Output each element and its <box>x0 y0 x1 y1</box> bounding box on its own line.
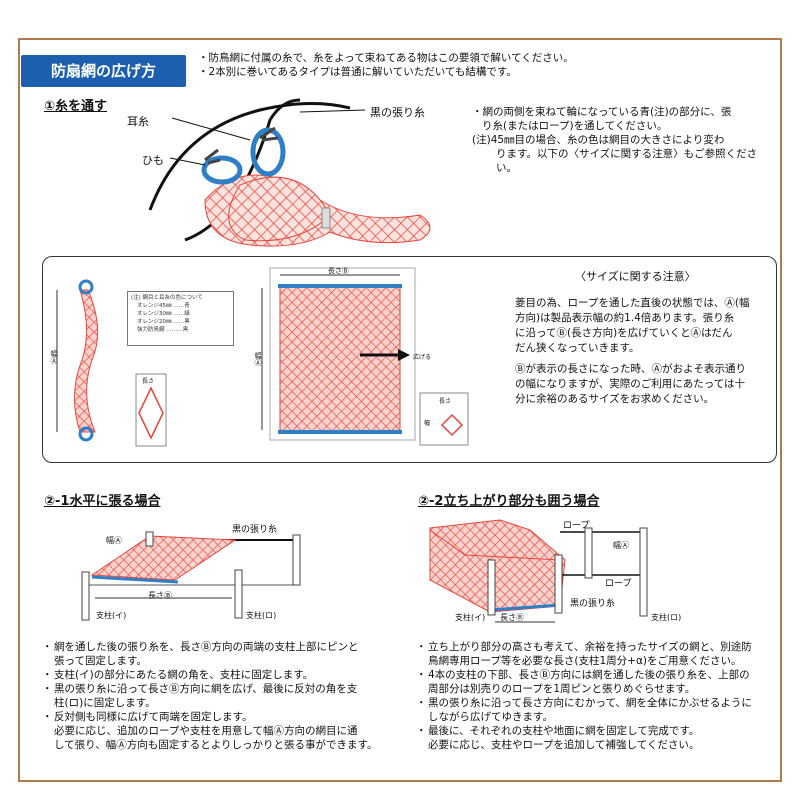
label-hirogeru: 広げる <box>413 354 432 361</box>
intro-line: ・防鳥網に付属の糸で、糸をよって束ねてある物はこの要領で解いてください。 <box>198 52 574 64</box>
label-nagasa-box: 長さⒷ <box>328 267 349 275</box>
intro-line: ・2本別に巻いてあるタイプは普通に解いていただいても結構です。 <box>198 66 517 78</box>
box-diamond-2 <box>419 392 469 446</box>
step2-1-illustration <box>81 531 301 621</box>
box-vertical-net <box>56 279 99 442</box>
color-legend: (注) 網目と耳糸の色について オレンジ45㎜ ……青 オレンジ30㎜ ……緑 … <box>127 291 234 346</box>
step2-2-illustration <box>429 519 648 623</box>
label-himo: ひも <box>142 154 164 167</box>
step2-2-label-rope2: ロープ <box>605 579 632 589</box>
label-haba-vertical: 幅Ⓐ <box>50 350 58 364</box>
intro-text: ・防鳥網に付属の糸で、糸をよって束ねてある物はこの要領で解いてください。 ・2本… <box>198 51 574 79</box>
size-note-p1: 菱目の為、ロープを通した直後の状態では、Ⓐ(幅方向)は製品表示幅の約1.4倍あり… <box>515 297 750 354</box>
step1-heading: ①糸を通す <box>44 99 108 114</box>
step2-1-label-nagasa: 長さⒷ <box>148 591 172 600</box>
size-note-heading: 〈サイズに関する注意〉 <box>575 270 696 283</box>
step2-2-text: 立ち上がり部分の高さも考えて、余裕を持ったサイズの網と、別途防鳥網専用ロープ等を… <box>416 640 752 752</box>
label-kuro: 黒の張り糸 <box>370 106 425 119</box>
step2-2-label-kuro: 黒の張り糸 <box>570 599 616 609</box>
box-diamond-1 <box>135 373 167 447</box>
step2-2-label-haba: 幅Ⓐ <box>613 541 629 550</box>
step1-net-illustration <box>148 98 431 247</box>
step1-text: ・網の両側を束ねて輪になっている青(注)の部分に、張り糸(またはロープ)を通して… <box>472 106 758 174</box>
step2-2-label-shichu-ro: 支柱(ロ) <box>651 613 682 622</box>
label-haba-small: 幅 <box>424 420 431 427</box>
step2-1-heading: ②-1水平に張る場合 <box>44 494 161 509</box>
box-square-net <box>261 267 416 441</box>
step2-2-label-rope1: ロープ <box>563 521 590 531</box>
size-note-p2: Ⓑが表示の長さになった時、Ⓐがおよそ表示通りの幅になりますが、実際のご利用にあた… <box>515 363 746 405</box>
label-haba-box: 幅Ⓐ <box>254 352 262 366</box>
page-title: 防扇網の広げ方 <box>21 55 186 87</box>
label-naga-small-2: 長さ <box>439 398 452 405</box>
step2-1-label-haba: 幅Ⓐ <box>106 536 122 545</box>
step2-2-label-nagasa: 長さⒷ <box>500 613 524 622</box>
size-note-box <box>42 256 777 463</box>
label-mimi: 耳糸 <box>127 115 149 128</box>
step2-1-label-kuro: 黒の張り糸 <box>232 525 278 535</box>
step2-2-heading: ②-2立ち上がり部分も囲う場合 <box>418 494 600 509</box>
label-naga-small: 長さ <box>142 378 155 385</box>
step2-2-label-shichu-i: 支柱(イ) <box>455 613 486 622</box>
step2-1-label-shichu-ro: 支柱(ロ) <box>246 611 277 620</box>
step2-1-label-shichu-i: 支柱(イ) <box>96 611 127 620</box>
